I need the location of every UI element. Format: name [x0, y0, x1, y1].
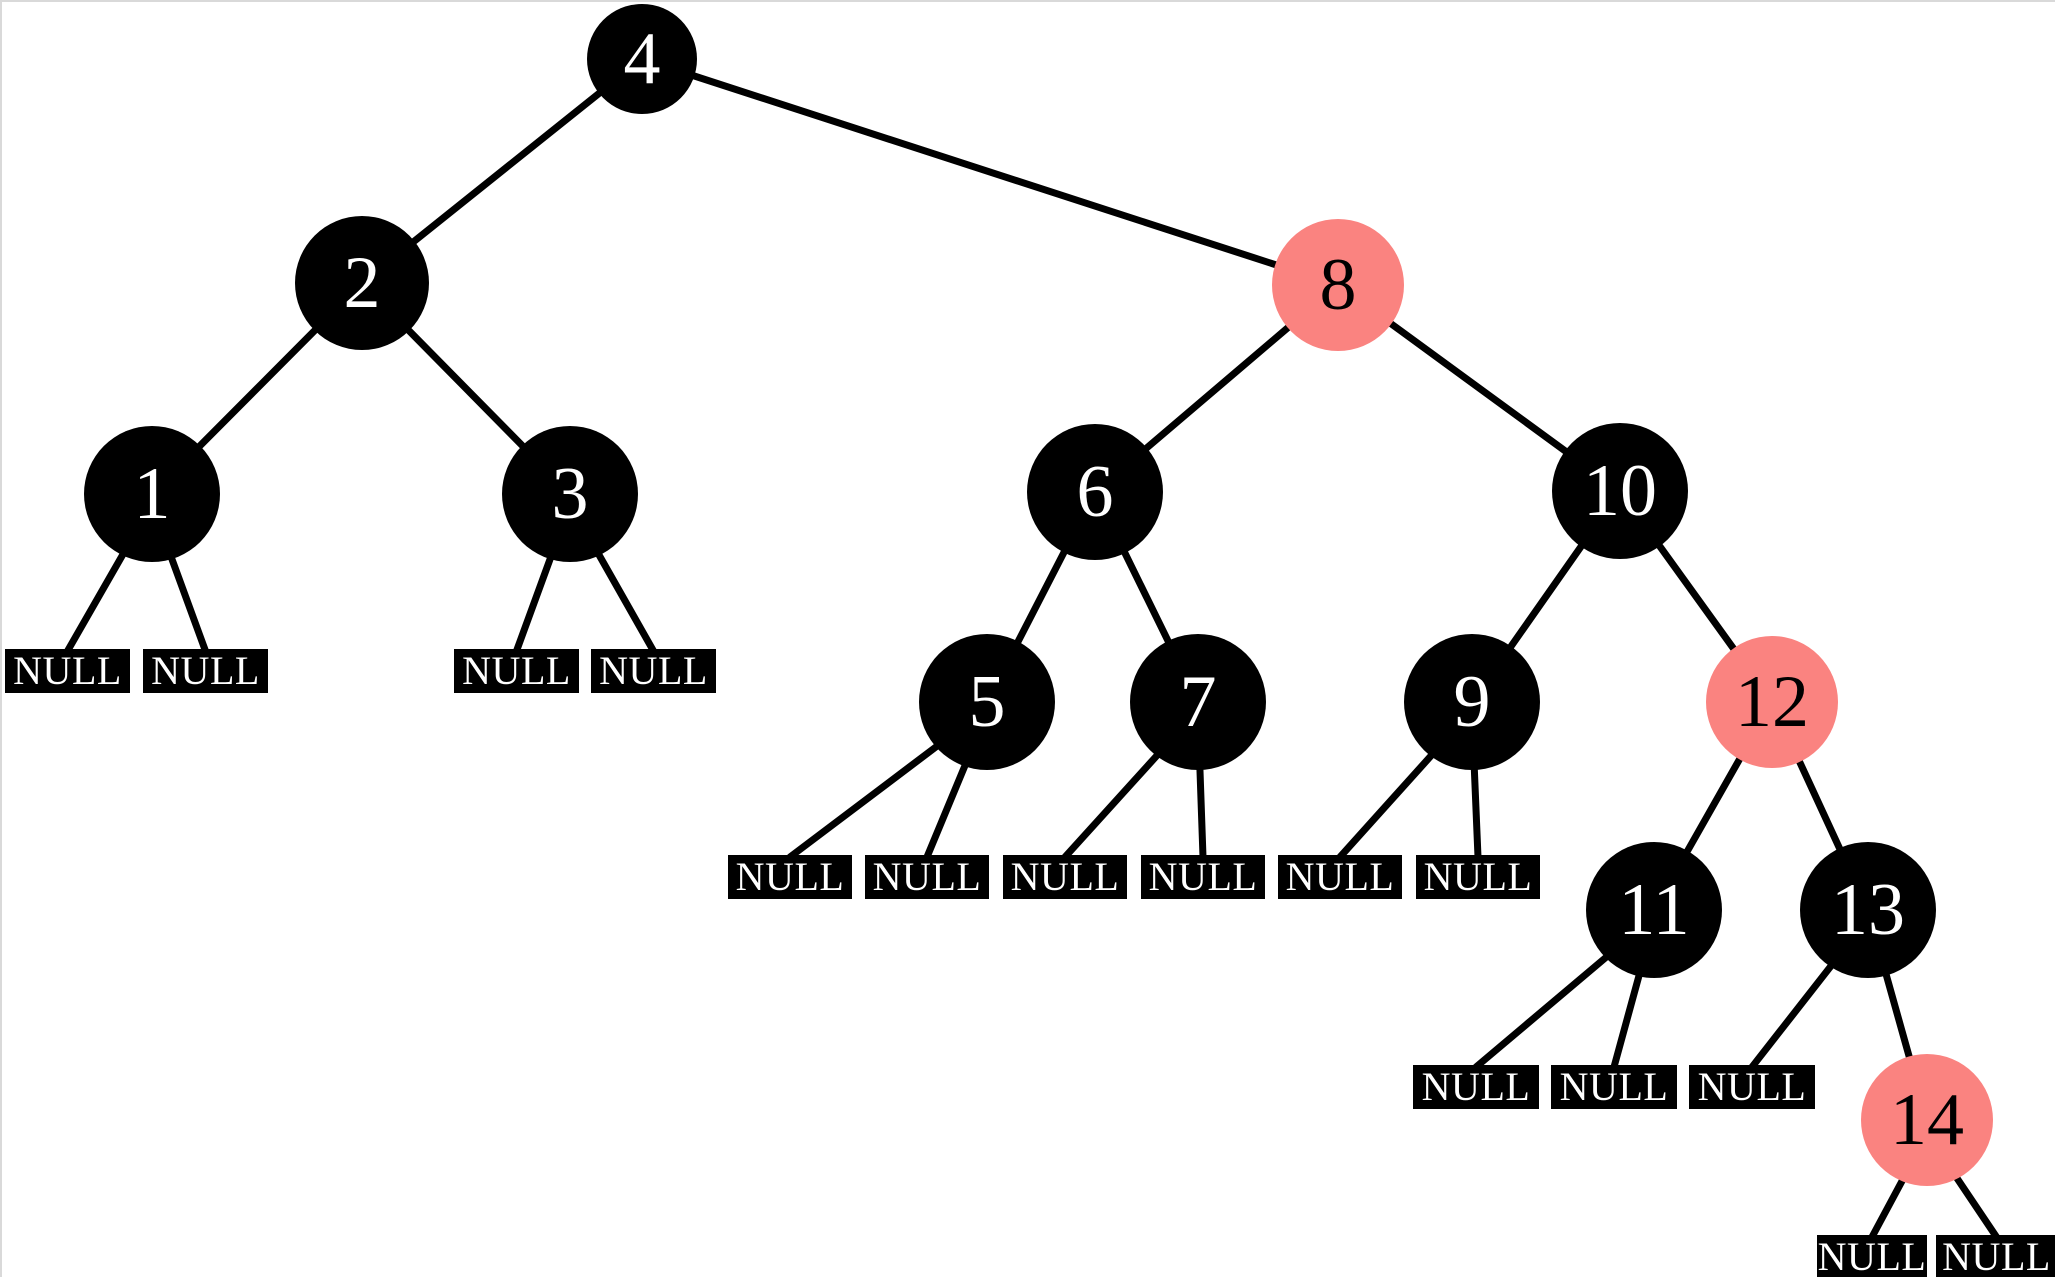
tree-edge — [402, 324, 529, 452]
nil-leaf-label: NULL — [1942, 1234, 2051, 1277]
nil-leaf: NULL — [1689, 1065, 1815, 1109]
nil-leaf-label: NULL — [1148, 854, 1258, 899]
tree-edge — [1748, 960, 1837, 1071]
tree-edge — [1951, 1171, 2000, 1241]
tree-edge — [1470, 762, 1482, 861]
nil-leaf-label: NULL — [462, 648, 571, 693]
tree-node-label: 6 — [1076, 451, 1114, 533]
nil-leaf: NULL — [143, 649, 268, 693]
nil-leaf-label: NULL — [13, 648, 122, 693]
tree-node-7[interactable]: 7 — [1130, 634, 1266, 770]
tree-edge — [1196, 762, 1207, 861]
tree-edge — [1061, 749, 1163, 861]
tree-edge — [407, 87, 606, 248]
tree-edge — [1140, 321, 1295, 454]
nil-leaf-label: NULL — [735, 854, 845, 899]
tree-node-label: 11 — [1618, 869, 1690, 951]
tree-node-label: 7 — [1179, 661, 1217, 743]
tree-node-2[interactable]: 2 — [295, 216, 429, 350]
nil-leaf: NULL — [454, 649, 579, 693]
nil-leaf-label: NULL — [1423, 854, 1533, 899]
tree-edge — [1384, 318, 1572, 457]
nil-leaf: NULL — [1817, 1235, 1927, 1277]
nil-leaf: NULL — [1416, 855, 1540, 899]
tree-node-14[interactable]: 14 — [1861, 1054, 1993, 1186]
tree-edge — [1653, 539, 1740, 656]
nil-leaf-label: NULL — [1817, 1234, 1927, 1277]
tree-edge — [923, 759, 970, 861]
tree-edge — [64, 548, 128, 655]
nil-leaf: NULL — [1141, 855, 1265, 899]
tree-node-9[interactable]: 9 — [1404, 634, 1540, 770]
tree-edge — [1794, 754, 1845, 856]
tree-node-label: 13 — [1831, 869, 1905, 951]
nil-leaf: NULL — [865, 855, 989, 899]
nil-leaf: NULL — [1413, 1065, 1539, 1109]
tree-edge — [1336, 749, 1437, 861]
tree-edge — [786, 741, 943, 861]
nil-leaf-label: NULL — [1697, 1064, 1807, 1109]
nil-leaf-label: NULL — [151, 648, 260, 693]
nil-leaf-label: NULL — [1559, 1064, 1669, 1109]
nil-leaf: NULL — [1278, 855, 1402, 899]
tree-edge — [513, 551, 555, 655]
tree-edge — [1610, 968, 1644, 1071]
nil-leaf-label: NULL — [1010, 854, 1120, 899]
tree-edge — [687, 71, 1283, 270]
tree-node-8[interactable]: 8 — [1272, 219, 1404, 351]
tree-node-label: 8 — [1319, 244, 1357, 326]
tree-edge — [1505, 539, 1587, 654]
nil-leaf: NULL — [1551, 1065, 1677, 1109]
tree-node-label: 3 — [551, 453, 589, 535]
nil-leaf: NULL — [1936, 1235, 2055, 1277]
tree-edge — [1012, 545, 1070, 649]
nil-leaf-label: NULL — [1421, 1064, 1531, 1109]
tree-node-5[interactable]: 5 — [919, 634, 1055, 770]
tree-node-label: 14 — [1890, 1079, 1964, 1161]
tree-edge — [1881, 968, 1914, 1064]
tree-node-11[interactable]: 11 — [1586, 842, 1722, 978]
nil-leaf: NULL — [728, 855, 852, 899]
nil-leaf-label: NULL — [599, 648, 708, 693]
tree-node-label: 2 — [343, 242, 381, 324]
tree-edge — [1119, 545, 1174, 649]
nil-leaf-label: NULL — [872, 854, 982, 899]
tree-edge — [193, 324, 322, 453]
tree-node-4[interactable]: 4 — [587, 4, 697, 114]
tree-node-6[interactable]: 6 — [1027, 424, 1163, 560]
nil-leaf: NULL — [1003, 855, 1127, 899]
tree-node-label: 5 — [968, 661, 1006, 743]
tree-node-10[interactable]: 10 — [1552, 423, 1688, 559]
nil-leaf-label: NULL — [1285, 854, 1395, 899]
tree-node-label: 4 — [623, 18, 661, 100]
tree-node-label: 10 — [1583, 450, 1657, 532]
tree-node-label: 9 — [1453, 661, 1491, 743]
tree-node-3[interactable]: 3 — [502, 426, 638, 562]
tree-node-1[interactable]: 1 — [84, 426, 220, 562]
tree-edge — [167, 551, 209, 655]
tree-node-label: 1 — [133, 453, 171, 535]
tree-node-13[interactable]: 13 — [1800, 842, 1936, 978]
tree-node-12[interactable]: 12 — [1706, 636, 1838, 768]
tree-edge — [1472, 951, 1613, 1071]
tree-edge — [593, 548, 657, 655]
nil-leaf: NULL — [5, 649, 130, 693]
tree-node-label: 12 — [1735, 661, 1809, 743]
nil-leaf: NULL — [591, 649, 716, 693]
tree-edge — [1682, 752, 1745, 858]
tree-edge — [1868, 1174, 1908, 1241]
